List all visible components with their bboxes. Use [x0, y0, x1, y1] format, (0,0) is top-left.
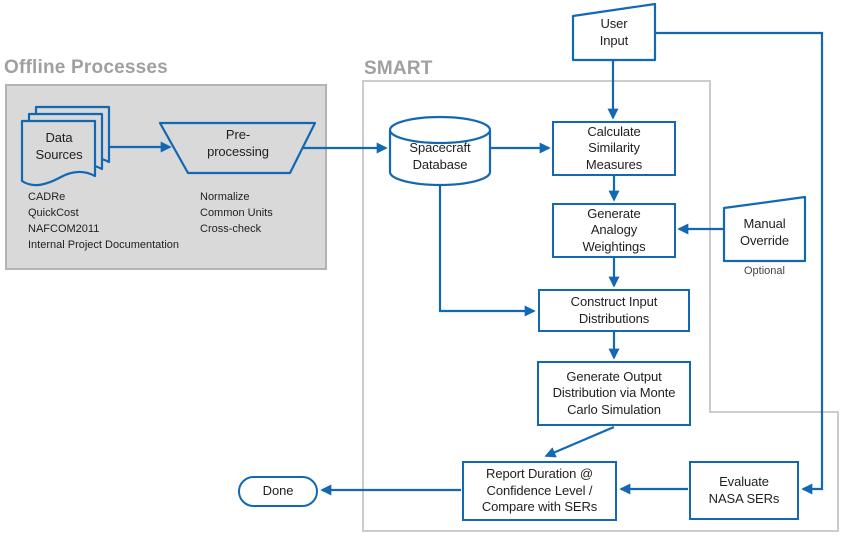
connector-database-to-construct [438, 183, 536, 317]
evaluate-nasa-sers-node: Evaluate NASA SERs [689, 461, 799, 520]
construct-input-node: Construct Input Distributions [538, 289, 690, 332]
spacecraft-database-label: Spacecraft Database [409, 140, 471, 172]
preprocessing-steps-list: Normalize Common Units Cross-check [200, 191, 273, 235]
smart-title: SMART [364, 58, 433, 79]
generate-analogy-node: Generate Analogy Weightings [552, 203, 676, 258]
generate-output-node: Generate Output Distribution via Monte C… [537, 361, 691, 426]
manual-override-optional-note: Optional [744, 265, 785, 277]
done-terminator: Done [238, 476, 318, 507]
manual-override-label: Manual Override [739, 216, 790, 248]
calculate-similarity-node: Calculate Similarity Measures [552, 121, 676, 176]
user-input-label: User Input [599, 16, 629, 48]
data-sources-label: Data Sources [35, 130, 83, 162]
connector-generateoutput-to-report [544, 425, 615, 458]
offline-processes-title: Offline Processes [4, 57, 168, 78]
data-source-examples-list: CADRe QuickCost NAFCOM2011 Internal Proj… [28, 191, 180, 251]
report-duration-node: Report Duration @ Confidence Level / Com… [462, 461, 617, 521]
preprocessing-label: Pre- processing [207, 127, 269, 159]
